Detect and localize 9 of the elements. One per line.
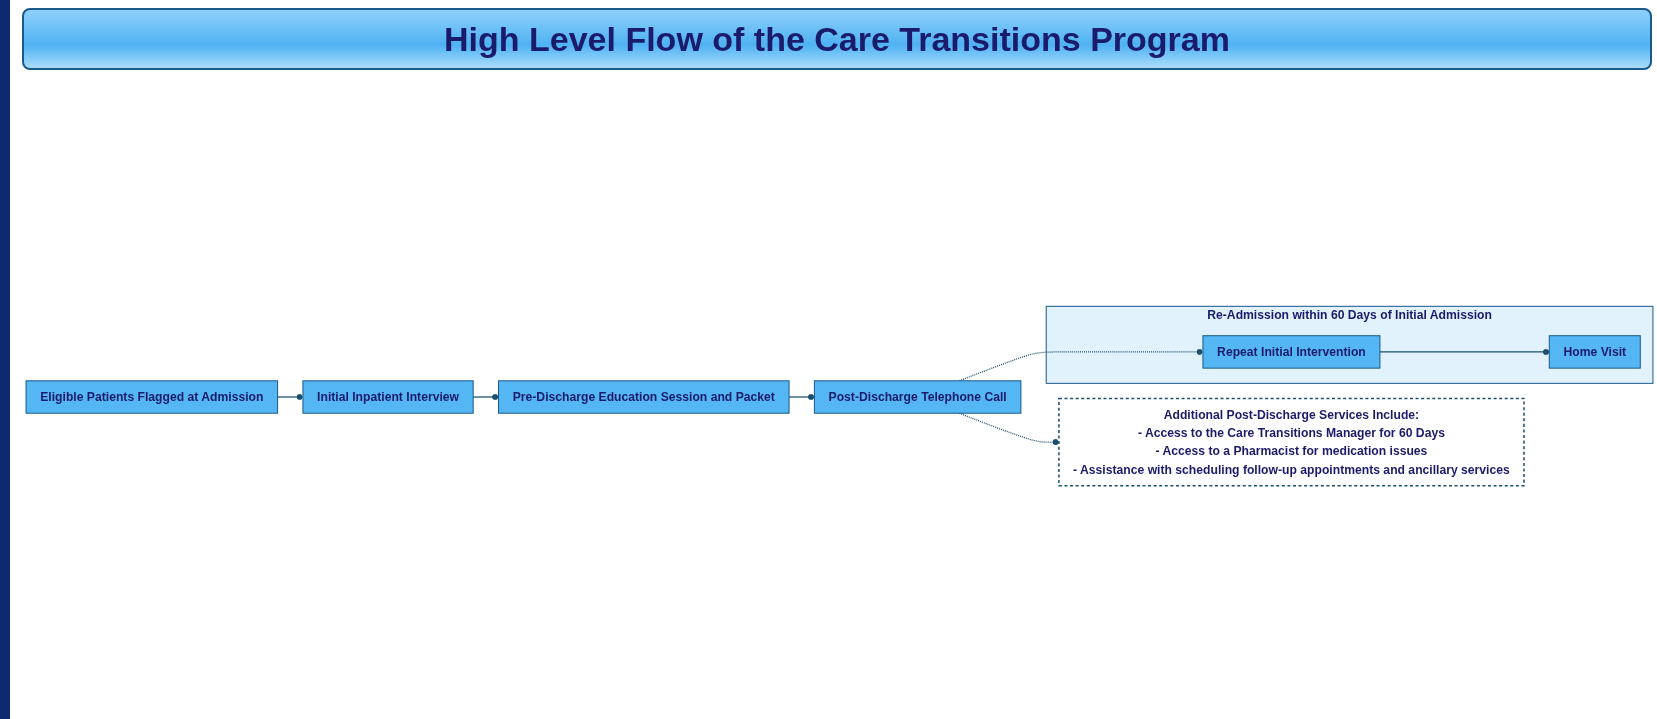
node-box: Initial Inpatient Interview	[302, 380, 474, 414]
connector	[1379, 348, 1550, 355]
node-box: Home Visit	[1548, 335, 1641, 369]
title-banner: High Level Flow of the Care Transitions Program	[22, 8, 1652, 70]
node-box: Eligible Patients Flagged at Admission	[25, 380, 279, 414]
node-box: Pre-Discharge Education Session and Packet	[498, 380, 790, 414]
node-box: Post-Discharge Telephone Call	[813, 380, 1022, 414]
node-box: Additional Post-Discharge Services Include: - Access to the Care Transitions Manager for 60 Days - Access to a Pharmacist for medication issues - Assistance with scheduling follow-up appointments and ancillary services	[1058, 397, 1525, 487]
node-box: Repeat Initial Intervention	[1202, 335, 1381, 369]
